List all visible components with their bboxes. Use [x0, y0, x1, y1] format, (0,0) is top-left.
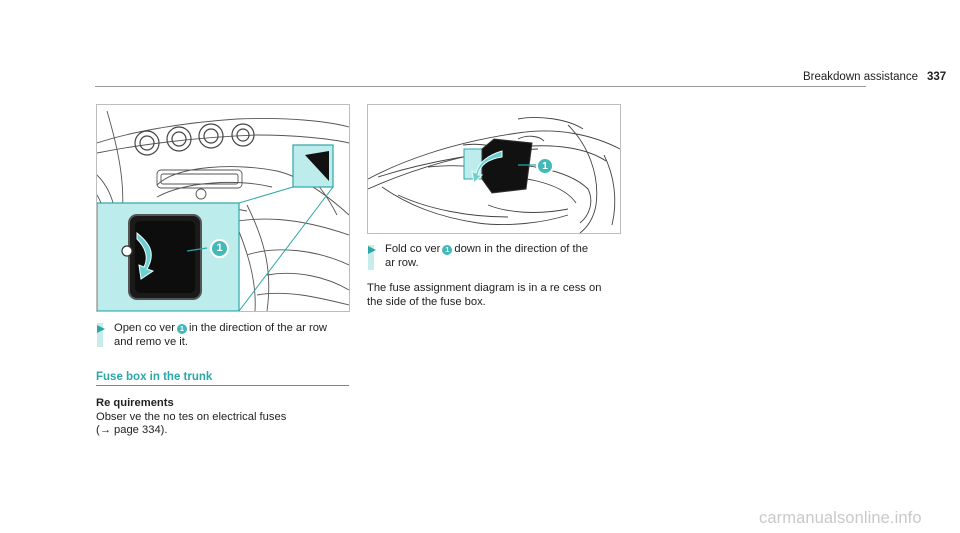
callout-1-icon: 1: [176, 324, 187, 334]
page-number: 337: [927, 71, 947, 83]
note-line: the side of the fuse box.: [367, 295, 486, 308]
step-arrow-icon: [97, 325, 105, 333]
watermark: carmanualsonline.info: [759, 509, 922, 527]
callout-1-icon: 1: [536, 157, 554, 175]
step-text: in the direction of the ar row: [188, 322, 328, 334]
step-text: down in the direction of the: [454, 243, 589, 255]
trunk-illustration: [368, 117, 620, 233]
callout-1-icon: 1: [442, 245, 453, 255]
requirements-line: Obser ve the no tes on electrical fuses: [96, 410, 287, 423]
section-title: Fuse box in the trunk: [96, 371, 213, 383]
dashboard-illustration: [97, 110, 349, 311]
note-line: The fuse assignment diagram is in a re c…: [367, 282, 602, 294]
fuse-assignment-note: The fuse assignment diagram is in a re c…: [367, 282, 627, 309]
step-marker-bar: [97, 323, 103, 347]
step-marker-bar: [368, 245, 374, 270]
dashboard-fuse-box-figure: 1: [96, 104, 350, 312]
step-text: Open co ver: [114, 322, 175, 334]
section-rule: [96, 385, 349, 386]
trunk-fuse-box-figure: 1: [367, 104, 621, 234]
running-header: Breakdown assistance: [803, 71, 919, 83]
step-text: Fold co ver: [385, 243, 441, 255]
step-arrow-icon: [368, 246, 376, 254]
requirements-block: Re quirements Obser ve the no tes on ele…: [96, 397, 356, 438]
callout-1-icon: 1: [210, 239, 229, 258]
step-text: ar row.: [385, 256, 419, 269]
requirements-heading: Re quirements: [96, 397, 174, 409]
header-rule: [95, 86, 866, 87]
step-text: and remo ve it.: [114, 335, 188, 348]
page-reference-link[interactable]: (→ page 334).: [96, 424, 168, 436]
